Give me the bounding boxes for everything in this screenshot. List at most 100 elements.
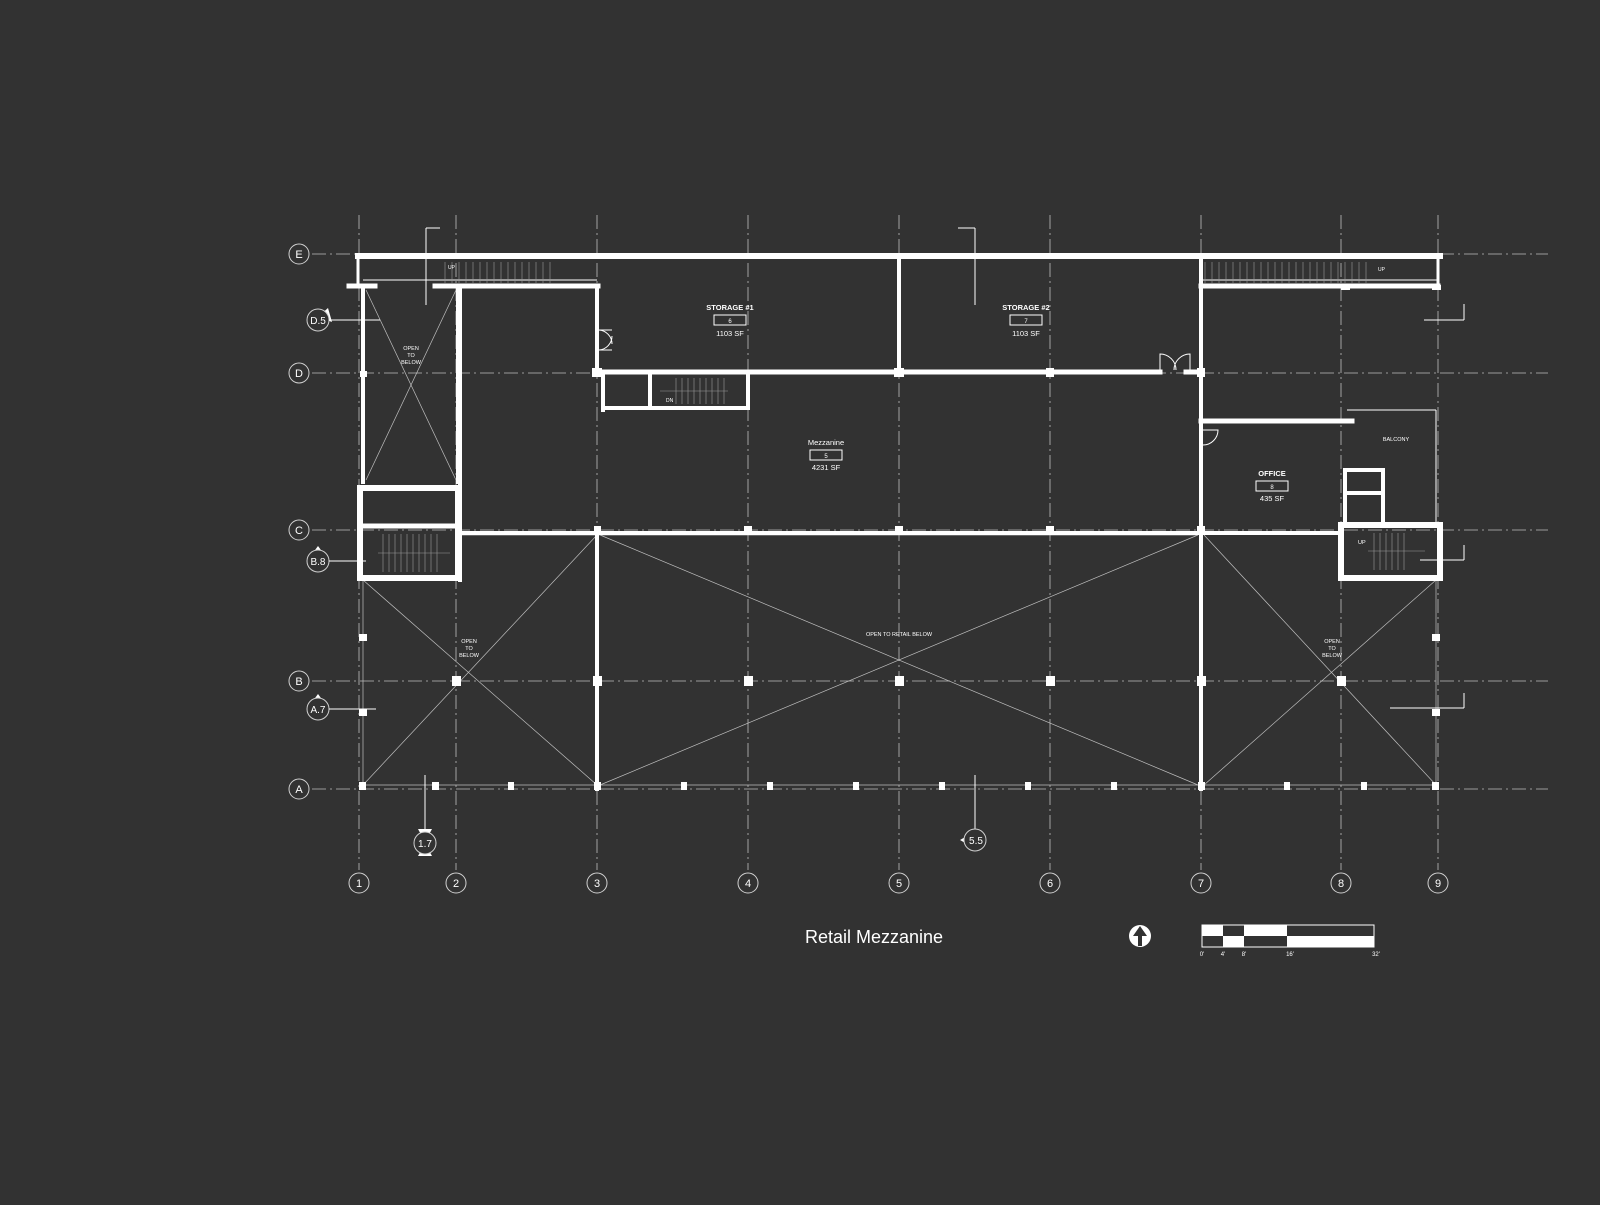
north-arrow-icon xyxy=(1129,925,1151,947)
grid-label-row: D xyxy=(295,368,303,380)
column xyxy=(1197,676,1206,686)
note-line: TO xyxy=(407,353,415,359)
note-up-right: UP xyxy=(1378,267,1386,273)
stair-small-room xyxy=(660,378,728,404)
doors xyxy=(598,329,1219,446)
note-line: TO xyxy=(465,646,473,652)
column xyxy=(508,782,514,790)
note-open-below-c: OPEN TO BELOW xyxy=(1322,639,1343,659)
grid-label-row: E xyxy=(295,249,302,261)
door-storage-1 xyxy=(598,329,613,351)
column xyxy=(767,782,773,790)
scale-label: 16' xyxy=(1286,952,1294,958)
column xyxy=(594,526,601,534)
column xyxy=(359,634,367,641)
scale-bar: 0' 4' 8' 16' 32' xyxy=(1200,924,1380,958)
walls xyxy=(346,253,1443,791)
room-number: 5 xyxy=(824,454,828,460)
column xyxy=(593,676,602,686)
grid-label-column: 2 xyxy=(453,878,459,890)
note-open-retail-below: OPEN TO RETAIL BELOW xyxy=(866,632,933,638)
note-line: OPEN xyxy=(461,639,477,645)
scale-label: 4' xyxy=(1221,952,1225,958)
stair-left-box xyxy=(378,534,450,572)
note-dn: DN xyxy=(666,398,674,404)
grid-label-column: 3 xyxy=(594,878,600,890)
column xyxy=(1111,782,1117,790)
column xyxy=(1432,782,1439,790)
column xyxy=(1046,368,1054,377)
grid-label-column: 4 xyxy=(745,878,751,890)
grid-label-column: 5 xyxy=(896,878,902,890)
column xyxy=(939,782,945,790)
note-line: OPEN xyxy=(403,346,419,352)
stair-right-box xyxy=(1368,533,1425,570)
column xyxy=(744,676,753,686)
room-number: 7 xyxy=(1024,319,1028,325)
note-line: BELOW xyxy=(401,360,422,366)
grid-label-column: 9 xyxy=(1435,878,1441,890)
column xyxy=(1197,368,1205,377)
note-open-below-a: OPEN TO BELOW xyxy=(401,346,422,366)
section-mark-b8: B.8 xyxy=(306,546,366,573)
grid-label-column: 6 xyxy=(1047,878,1053,890)
stairs xyxy=(378,262,1425,572)
room-area: 1103 SF xyxy=(716,329,744,338)
room-name: Mezzanine xyxy=(808,438,844,447)
note-up-office: UP xyxy=(1358,540,1366,546)
section-label: A.7 xyxy=(310,705,325,716)
stair-north-right xyxy=(1204,262,1367,284)
column xyxy=(359,782,366,790)
room-area: 4231 SF xyxy=(812,463,841,472)
column xyxy=(452,676,461,686)
grid-label-row: B xyxy=(295,676,302,688)
room-number: 8 xyxy=(1270,485,1274,491)
room-storage-2: STORAGE #2 7 1103 SF xyxy=(1002,303,1049,338)
room-name: STORAGE #1 xyxy=(706,303,753,312)
section-mark-d5: D.5 xyxy=(306,308,380,332)
column xyxy=(432,782,439,790)
door-storage-2 xyxy=(1159,353,1191,371)
room-number: 6 xyxy=(728,319,732,325)
column xyxy=(894,368,904,377)
grid-label-column: 7 xyxy=(1198,878,1204,890)
column xyxy=(359,709,367,716)
note-line: BELOW xyxy=(1322,653,1343,659)
section-label: D.5 xyxy=(310,316,326,327)
column xyxy=(1046,526,1054,534)
columns xyxy=(359,285,1441,790)
column xyxy=(1432,634,1440,641)
note-up-left: UP xyxy=(448,265,456,271)
section-mark-5-5: 5.5 xyxy=(960,828,987,852)
drawing-title: Retail Mezzanine xyxy=(805,927,943,947)
section-mark-a7: A.7 xyxy=(306,694,376,721)
room-name: OFFICE xyxy=(1258,469,1286,478)
column xyxy=(1046,676,1055,686)
grid-bubbles-columns: 1 2 3 4 5 6 7 8 9 xyxy=(348,872,1449,894)
grid-label-row: C xyxy=(295,525,303,537)
note-line: BELOW xyxy=(459,653,480,659)
column xyxy=(360,371,367,377)
scale-label: 8' xyxy=(1242,952,1246,958)
scale-label: 0' xyxy=(1200,952,1204,958)
section-mark-1-7: 1.7 xyxy=(413,829,437,856)
column xyxy=(1341,285,1350,290)
room-area: 1103 SF xyxy=(1012,329,1040,338)
section-label: 1.7 xyxy=(418,839,432,850)
column xyxy=(1025,782,1031,790)
column xyxy=(744,526,752,534)
room-mezzanine: Mezzanine 5 4231 SF xyxy=(808,438,844,472)
column xyxy=(681,782,687,790)
note-line: TO xyxy=(1328,646,1336,652)
column xyxy=(853,782,859,790)
column xyxy=(1337,676,1346,686)
column xyxy=(895,526,903,534)
note-open-below-b: OPEN TO BELOW xyxy=(459,639,480,659)
note-line: OPEN xyxy=(1324,639,1340,645)
column xyxy=(895,676,904,686)
section-label: B.8 xyxy=(310,557,325,568)
column xyxy=(1198,782,1205,790)
column xyxy=(594,782,601,790)
